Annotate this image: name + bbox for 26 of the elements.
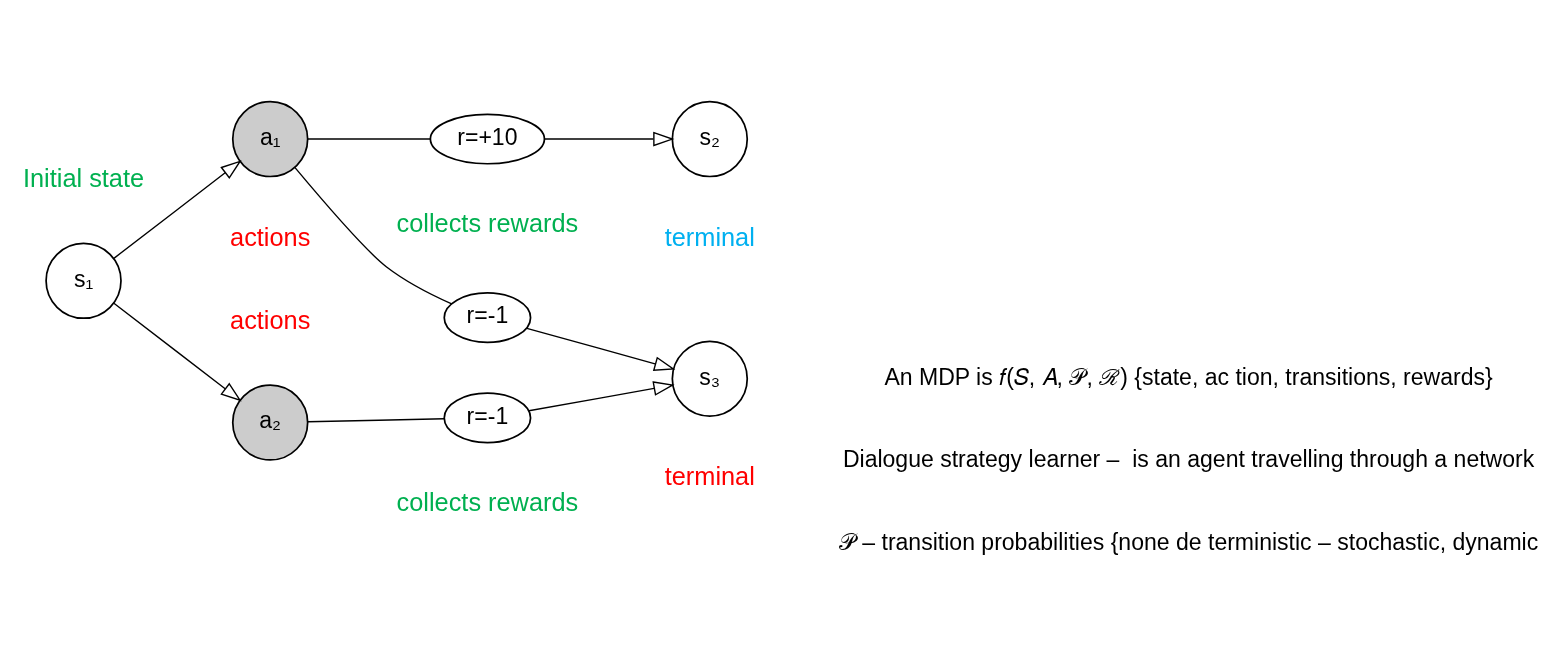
node-ellipse: r=+10	[429, 113, 546, 165]
connector	[307, 418, 445, 423]
node-label: terminal	[664, 222, 755, 251]
arrow	[113, 302, 242, 402]
arrow	[528, 381, 675, 412]
connector	[294, 166, 453, 305]
node-circle: s₃	[671, 340, 749, 418]
connector	[307, 138, 431, 140]
node-circle: a₂	[231, 384, 309, 461]
node-label: collects rewards	[396, 208, 579, 237]
node-label: terminal	[664, 462, 755, 491]
node-ellipse: r=-1	[443, 292, 532, 344]
node-label: Initial state	[23, 163, 145, 192]
arrow	[543, 131, 675, 147]
node-circle: s₁	[45, 242, 122, 320]
node-label: collects rewards	[396, 487, 579, 516]
node-label: actions	[230, 305, 311, 334]
label: Dialogue strategy learner – is an agent travelling through a network	[842, 446, 1535, 473]
node-ellipse: r=-1	[443, 392, 532, 444]
node-circle: s₂	[671, 100, 749, 178]
label: 𝒫 – transition probabilities {none de terministic – stochastic, dynamic	[838, 529, 1539, 556]
node-label: actions	[230, 222, 311, 251]
label: An MDP is 𝑓(𝑆, 𝐴, 𝒫, ℛ) {state, ac tion, transitions, rewards}	[884, 363, 1493, 390]
arrow	[526, 327, 676, 371]
arrow	[113, 160, 242, 259]
node-circle: a₁	[231, 100, 309, 178]
